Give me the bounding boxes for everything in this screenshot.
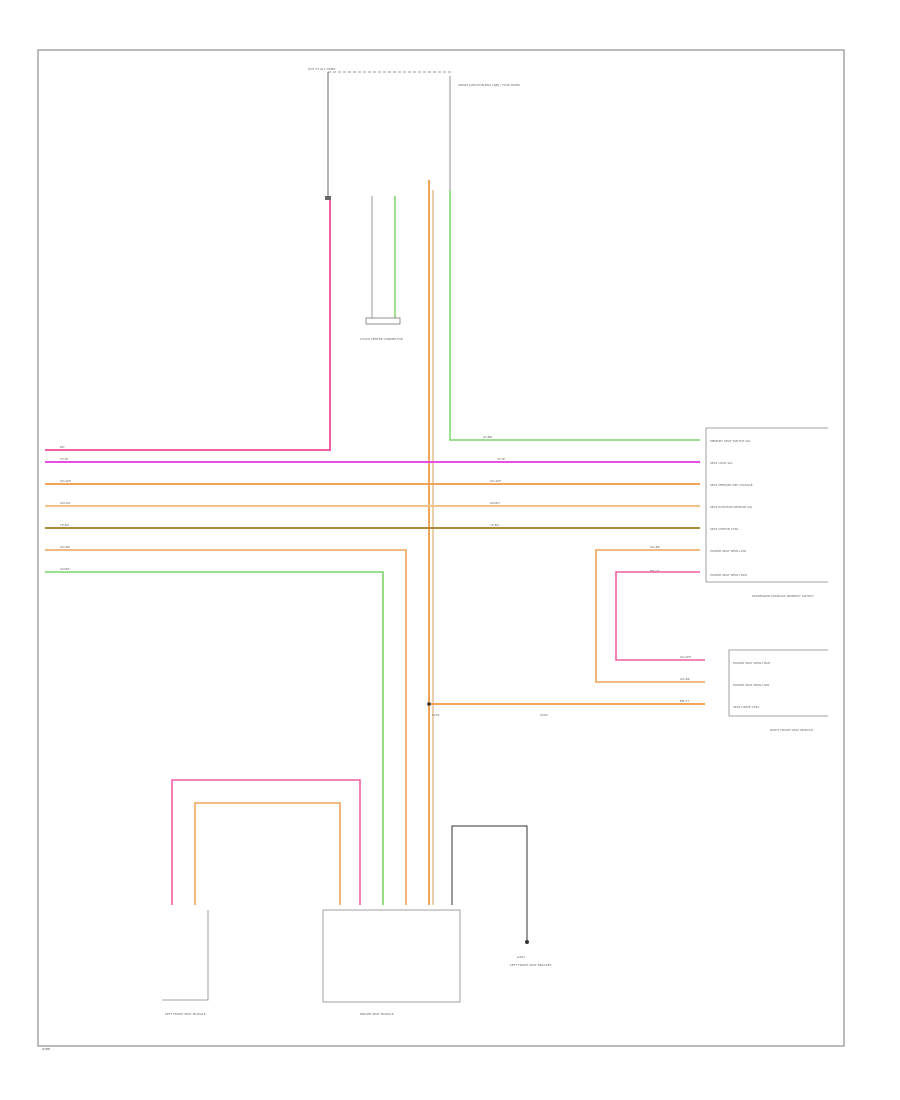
page-frame (37, 49, 845, 1047)
driver-module-label: DRIVER SEAT MODULE (360, 1012, 394, 1016)
hot-at-all-times-label: HOT AT ALL TIMES (308, 67, 336, 71)
right-label-0: OG-WH (680, 655, 691, 659)
center-connector-label: C3320 CENTER CONNECTOR (360, 337, 403, 341)
left-label-4: YE-BU (60, 523, 69, 527)
row-label-2: OG-WH (490, 479, 501, 483)
driver-module: DRIVER SEAT MODULE (322, 909, 461, 1016)
passenger-module: MEMORY SEAT SWITCH SIG SEAT LOCK SIG SEA… (705, 427, 828, 598)
left-module-label: LEFT FRONT SEAT MODULE (165, 1012, 206, 1016)
left-wire-labels: RD VT-YE OG-WH GN-OG YE-BU OG-BU GN-BK (60, 445, 71, 571)
right-pin-2: SEAT DRIVE CTRL (733, 705, 760, 709)
passenger-pin-6: POWER SEAT SENS HIGH (710, 573, 747, 577)
row-label-5: OG-BK (650, 545, 661, 549)
right-module-label: RIGHT FRONT SEAT MODULE (770, 728, 813, 732)
wire-green-top (449, 190, 700, 441)
ground-label: G201 (517, 955, 525, 959)
left-label-0: RD (60, 445, 65, 449)
feed-fuse (325, 196, 331, 200)
passenger-pin-0: MEMORY SEAT SWITCH SIG (710, 439, 751, 443)
right-module: POWER SEAT SENS HIGH POWER SEAT SENS LOW… (728, 649, 828, 732)
passenger-pin-5: POWER SEAT SENS LOW (710, 549, 746, 553)
row-label-0: GY-BN (483, 435, 492, 439)
row-labels: GY-BN VT-YE OG-WH GN-BU YE-BU OG-BK BN-V… (483, 435, 661, 573)
passenger-pin-2: SEAT MEMORY REF VOLTAGE (710, 483, 753, 487)
wire-pink-feed (45, 200, 331, 451)
row-label-3: GN-BU (490, 501, 500, 505)
wire-left-orange (194, 802, 341, 905)
left-label-3: GN-OG (60, 501, 71, 505)
left-label-1: VT-YE (60, 457, 68, 461)
right-pin-0: POWER SEAT SENS HIGH (733, 661, 770, 665)
passenger-pin-4: SEAT OPTION CTRL (710, 527, 739, 531)
splice-dot (427, 702, 431, 706)
page-marker: W/BB (42, 1047, 50, 1051)
left-module: LEFT FRONT SEAT MODULE (162, 910, 209, 1016)
right-module-box (728, 649, 828, 717)
row-label-6: BN-VT (650, 569, 659, 573)
left-module-box (162, 910, 209, 1001)
passenger-pin-1: SEAT LOCK SIG (710, 461, 733, 465)
splice-label-0: S201 (432, 713, 440, 717)
ground-sub-label: LEFT FRONT SEAT BRACKET (510, 963, 552, 967)
right-label-2: BN-VT (680, 699, 689, 703)
passenger-pin-3: SEAT POSITION SENSOR SIG (710, 505, 753, 509)
left-label-5: OG-BU (60, 545, 70, 549)
wire-loop-pink (615, 571, 705, 661)
ground-symbol (525, 940, 529, 944)
driver-module-box (322, 909, 461, 1003)
splice-label-1: S202 (540, 713, 548, 717)
left-label-2: OG-WH (60, 479, 71, 483)
wire-ground (451, 825, 528, 940)
passenger-module-label: PASSENGER CONSOLE ARMREST SWITCH (752, 594, 814, 598)
center-connector (365, 317, 401, 325)
right-label-1: OG-BK (680, 677, 691, 681)
sjb-note: SMART JUNCTION BOX (SJB) / FUSE PANEL (458, 83, 521, 87)
passenger-module-box (705, 427, 828, 583)
wire-loop-orange (595, 549, 705, 683)
row-label-1: VT-YE (497, 457, 505, 461)
wire-green-2 (45, 571, 384, 905)
right-pin-1: POWER SEAT SENS LOW (733, 683, 769, 687)
wire-orange-3 (45, 549, 407, 905)
wire-left-pink (171, 779, 361, 905)
row-label-4: YE-BU (490, 523, 499, 527)
left-label-6: GN-BK (60, 567, 71, 571)
